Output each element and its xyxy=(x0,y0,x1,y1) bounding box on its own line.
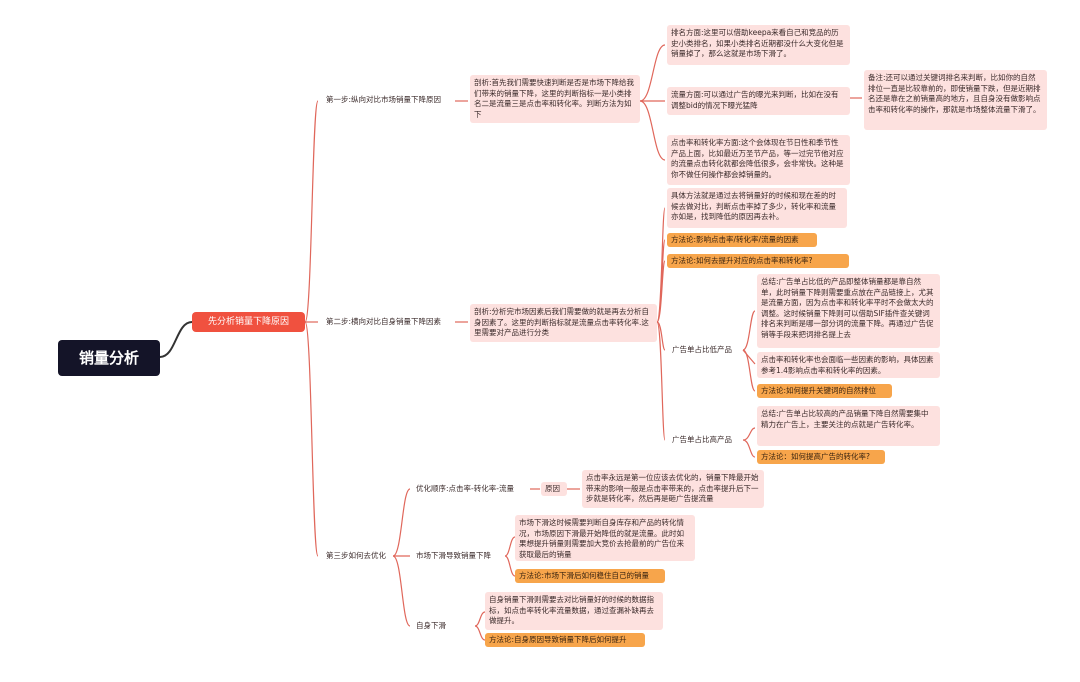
root-node[interactable]: 销量分析 xyxy=(58,340,160,376)
low-ad-method[interactable]: 方法论:如何提升关键词的自然排位 xyxy=(757,384,892,398)
step1-ctr[interactable]: 点击率和转化率方面:这个会体现在节日性和季节性产品上面，比如最近万圣节产品，等一… xyxy=(667,135,850,185)
market-desc[interactable]: 市场下滑这时候需要判断自身库存和产品的转化情况，市场原因下滑最开始降低的就是流量… xyxy=(515,515,695,561)
step1-rank[interactable]: 排名方面:这里可以借助keepa来看自己和竞品的历史小类排名，如果小类排名近期都… xyxy=(667,25,850,65)
order-reason-label[interactable]: 原因 xyxy=(541,482,567,496)
step2-label[interactable]: 第二步:横向对比自身销量下降因素 xyxy=(326,317,442,326)
self-desc[interactable]: 自身销量下滑则需要去对比销量好的时候的数据指标，如点击率转化率流量数据，通过查漏… xyxy=(485,592,663,630)
order-reason[interactable]: 点击率永远是第一位应该去优化的，销量下降最开始带来的影响一般是点击率带来的，点击… xyxy=(582,470,764,508)
step2-method2[interactable]: 方法论:如何去提升对应的点击率和转化率? xyxy=(667,254,849,268)
low-ad-label[interactable]: 广告单占比低产品 xyxy=(672,345,732,354)
step2-analysis[interactable]: 剖析:分析完市场因素后我们需要做的就是再去分析自身因素了。这里的判断指标就是流量… xyxy=(470,304,657,342)
market-method[interactable]: 方法论:市场下滑后如何稳住自己的销量 xyxy=(515,569,665,583)
step2-method1[interactable]: 方法论:影响点击率/转化率/流量的因素 xyxy=(667,233,817,247)
step1-label[interactable]: 第一步:纵向对比市场销量下降原因 xyxy=(326,95,442,104)
high-ad-summary[interactable]: 总结:广告单占比较高的产品销量下降自然需要集中精力在广告上，主要关注的点就是广告… xyxy=(757,406,940,446)
market-label[interactable]: 市场下滑导致销量下降 xyxy=(416,551,491,560)
high-ad-method[interactable]: 方法论：如何提高广告的转化率? xyxy=(757,450,885,464)
main-topic[interactable]: 先分析销量下降原因 xyxy=(192,312,305,332)
step1-note[interactable]: 备注:还可以通过关键词排名来判断，比如你的自然排位一直是比较靠前的，即使销量下跌… xyxy=(864,70,1047,130)
step1-traffic[interactable]: 流量方面:可以通过广告的曝光来判断，比如在没有调整bid的情况下曝光猛降 xyxy=(667,87,850,115)
order-label[interactable]: 优化顺序:点击率-转化率-流量 xyxy=(416,484,514,493)
high-ad-label[interactable]: 广告单占比高产品 xyxy=(672,435,732,444)
low-ad-detail[interactable]: 点击率和转化率也会面临一些因素的影响，具体因素参考1.4影响点击率和转化率的因素… xyxy=(757,352,940,378)
self-method[interactable]: 方法论:自身原因导致销量下降后如何提升 xyxy=(485,633,645,647)
step1-analysis[interactable]: 剖析:首先我们需要快速判断是否是市场下降给我们带来的销量下降，这里的判断指标一是… xyxy=(470,75,640,123)
step3-label[interactable]: 第三步如何去优化 xyxy=(326,551,386,560)
step2-method-desc[interactable]: 具体方法就是通过去将销量好的时候和现在差的时候去做对比，判断点击率掉了多少，转化… xyxy=(667,188,847,228)
low-ad-summary[interactable]: 总结:广告单占比低的产品即整体销量都是靠自然单，此时销量下降则需要重点放在产品链… xyxy=(757,274,940,348)
self-label[interactable]: 自身下滑 xyxy=(416,621,446,630)
